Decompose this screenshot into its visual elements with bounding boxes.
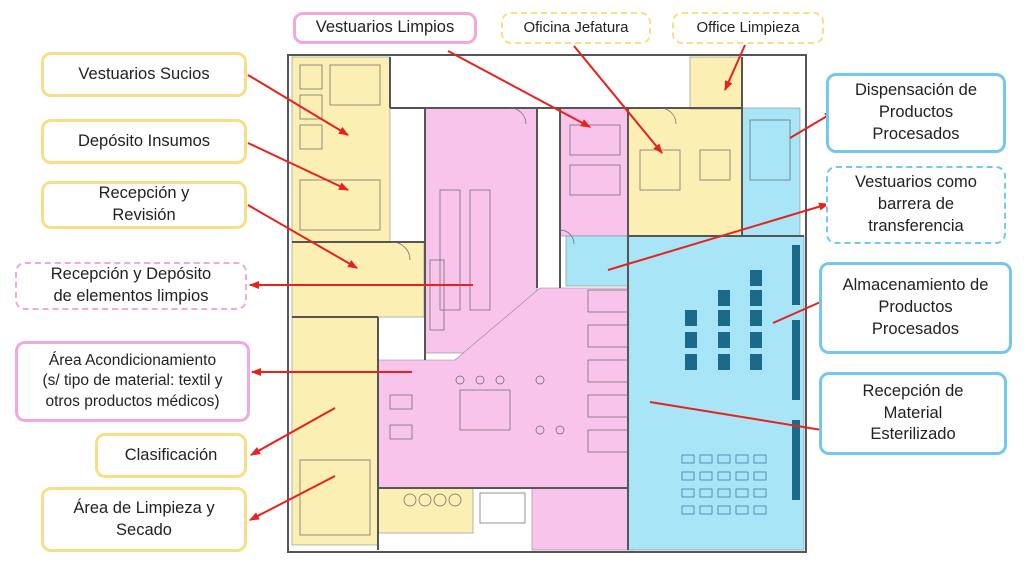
storage-shelves (685, 245, 800, 500)
label-recepcion-deposito-limpios: Recepción y Depósito de elementos limpio… (15, 262, 247, 310)
label-area-acondicionamiento: Área Acondicionamiento (s/ tipo de mater… (15, 341, 250, 422)
label-area-limpieza-secado: Área de Limpieza y Secado (41, 487, 247, 552)
plan-details (299, 64, 791, 536)
clean-zone (377, 107, 635, 551)
arrow-vestuarios-limpios (447, 50, 591, 128)
arrow-oficina-jefatura (573, 45, 663, 154)
label-vestuarios-limpios: Vestuarios Limpios (293, 12, 477, 44)
label-vestuarios-sucios: Vestuarios Sucios (41, 52, 247, 97)
arrow-vestuarios-barrera (607, 202, 829, 271)
label-deposito-insumos: Depósito Insumos (41, 119, 247, 164)
label-oficina-jefatura: Oficina Jefatura (501, 12, 651, 44)
label-office-limpieza: Office Limpieza (672, 12, 824, 44)
label-dispensacion: Dispensación de Productos Procesados (826, 73, 1006, 153)
label-recepcion-esterilizado: Recepción de Material Esterilizado (819, 372, 1007, 455)
label-recepcion-revision: Recepción y Revisión (41, 181, 247, 229)
arrow-recepcion-esterilizado (649, 401, 835, 435)
arrow-clasificacion (250, 407, 336, 456)
arrow-office-limpieza (724, 44, 746, 91)
arrow-recepcion-revision (247, 204, 358, 269)
sterile-carts (681, 454, 767, 515)
label-almacenamiento: Almacenamiento de Productos Procesados (819, 262, 1012, 354)
label-clasificacion: Clasificación (95, 433, 247, 478)
sterile-zone (565, 107, 805, 551)
dirty-zone (291, 56, 744, 546)
arrow-deposito-insumos (247, 142, 349, 191)
label-vestuarios-barrera: Vestuarios como barrera de transferencia (826, 166, 1006, 244)
arrow-vestuarios-sucios (247, 74, 349, 136)
arrow-limpieza-secado (249, 475, 336, 521)
